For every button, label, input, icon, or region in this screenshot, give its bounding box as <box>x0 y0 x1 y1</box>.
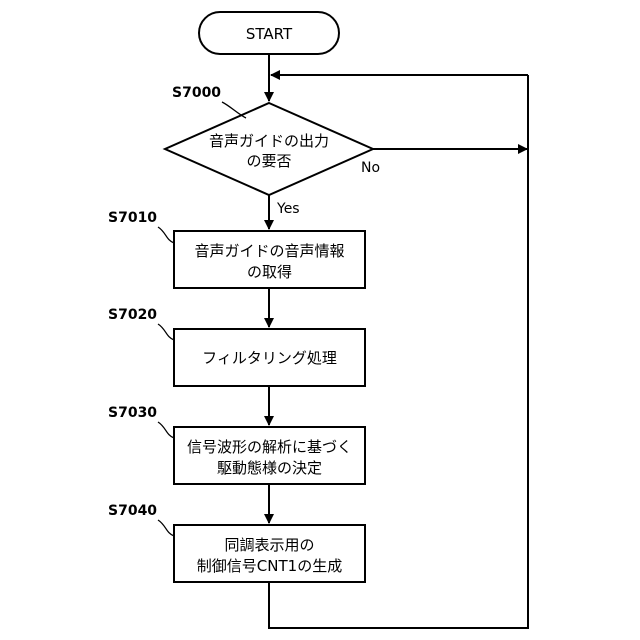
process-step-s7020: フィルタリング処理 <box>174 329 365 386</box>
no-label: No <box>361 160 380 176</box>
step-text-line2: の取得 <box>247 263 292 281</box>
step-text-line1: 音声ガイドの音声情報 <box>194 242 344 260</box>
step-text-line2: 制御信号CNT1の生成 <box>197 557 342 575</box>
step-text-line1: 同調表示用の <box>224 536 314 554</box>
leader-s7010 <box>158 227 174 243</box>
step-id-s7010: S7010 <box>108 210 157 226</box>
step-text-line1: フィルタリング処理 <box>202 349 337 367</box>
step-id-s7020: S7020 <box>108 307 157 323</box>
step-text-line1: 信号波形の解析に基づく <box>187 438 352 456</box>
decision-text-line1: 音声ガイドの出力 <box>209 132 329 150</box>
step-id-s7030: S7030 <box>108 405 157 421</box>
leader-s7040 <box>158 520 174 536</box>
yes-label: Yes <box>276 201 300 217</box>
decision-text-line2: の要否 <box>246 152 291 170</box>
leader-s7030 <box>158 422 174 438</box>
step-id-s7000: S7000 <box>172 85 221 101</box>
leader-s7000 <box>222 102 246 118</box>
start-terminal: START <box>199 12 339 54</box>
process-step-s7010: 音声ガイドの音声情報 の取得 <box>174 231 365 288</box>
decision-s7000: 音声ガイドの出力 の要否 <box>165 103 373 195</box>
step-id-s7040: S7040 <box>108 503 157 519</box>
leader-s7020 <box>158 324 174 340</box>
process-step-s7040: 同調表示用の 制御信号CNT1の生成 <box>174 525 365 582</box>
step-text-line2: 駆動態様の決定 <box>217 459 322 477</box>
start-label: START <box>246 25 293 43</box>
process-step-s7030: 信号波形の解析に基づく 駆動態様の決定 <box>174 427 365 484</box>
